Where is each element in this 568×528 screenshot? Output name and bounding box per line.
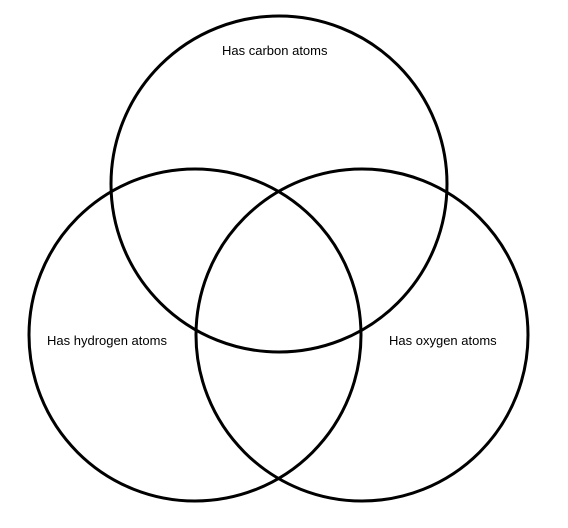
label-oxygen: Has oxygen atoms (389, 333, 497, 348)
label-carbon: Has carbon atoms (222, 43, 328, 58)
circle-oxygen (194, 167, 530, 503)
label-hydrogen: Has hydrogen atoms (47, 333, 167, 348)
circle-carbon (109, 14, 449, 354)
circle-hydrogen (27, 167, 363, 503)
